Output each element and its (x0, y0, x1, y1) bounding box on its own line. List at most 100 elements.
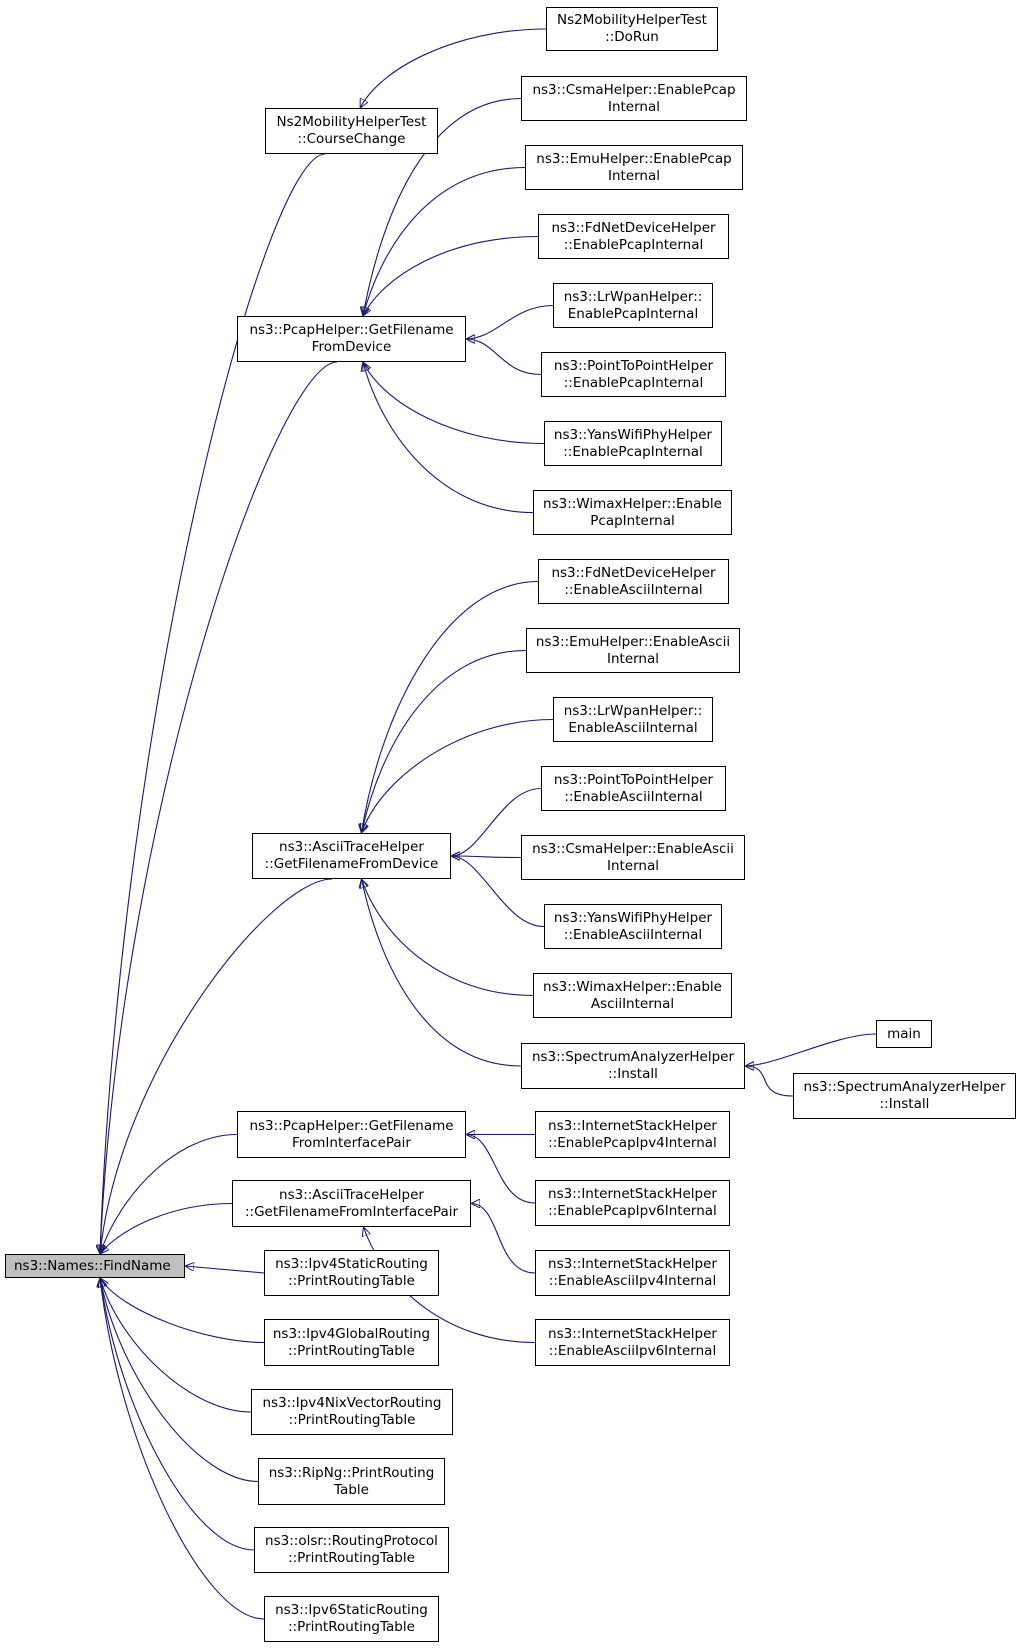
node-label: ns3::LrWpanHelper:: EnablePcapInternal (563, 288, 703, 322)
node-ascii-getfn-ifp[interactable]: ns3::AsciiTraceHelper ::GetFilenameFromI… (232, 1180, 471, 1227)
node-label: ns3::PointToPointHelper ::EnablePcapInte… (553, 357, 714, 391)
call-edge (466, 304, 554, 340)
call-edge (745, 1066, 794, 1097)
node-lrwpan-pcap[interactable]: ns3::LrWpanHelper:: EnablePcapInternal (553, 283, 713, 328)
node-label: ns3::LrWpanHelper:: EnableAsciiInternal (563, 702, 703, 736)
node-fd-ascii[interactable]: ns3::FdNetDeviceHelper ::EnableAsciiInte… (538, 559, 729, 604)
node-olsr-prt[interactable]: ns3::olsr::RoutingProtocol ::PrintRoutin… (254, 1527, 449, 1573)
call-edge (361, 879, 522, 1067)
call-edge (363, 1227, 536, 1344)
node-spectrum-install2[interactable]: ns3::SpectrumAnalyzerHelper ::Install (793, 1073, 1016, 1119)
node-label: ns3::AsciiTraceHelper ::GetFilenameFromD… (264, 839, 439, 872)
node-yans-ascii[interactable]: ns3::YansWifiPhyHelper ::EnableAsciiInte… (544, 904, 722, 949)
node-label: ns3::EmuHelper::EnableAscii Internal (535, 633, 731, 667)
call-edge (363, 362, 545, 445)
call-edge (185, 1266, 265, 1274)
node-emu-ascii[interactable]: ns3::EmuHelper::EnableAscii Internal (526, 628, 740, 673)
node-label: main (887, 1025, 921, 1042)
node-label: ns3::FdNetDeviceHelper ::EnableAsciiInte… (551, 564, 716, 598)
node-label: ns3::CsmaHelper::EnableAscii Internal (532, 840, 734, 874)
node-label: ns3::InternetStackHelper ::EnablePcapIpv… (548, 1117, 717, 1151)
node-label: Ns2MobilityHelperTest ::CourseChange (276, 114, 427, 147)
node-label: ns3::EmuHelper::EnablePcap Internal (536, 150, 732, 184)
node-fd-pcap[interactable]: ns3::FdNetDeviceHelper ::EnablePcapInter… (538, 214, 729, 259)
node-ish-ascii4[interactable]: ns3::InternetStackHelper ::EnableAsciiIp… (535, 1250, 730, 1296)
node-label: ns3::WimaxHelper::Enable AsciiInternal (543, 978, 722, 1012)
call-edge (361, 718, 554, 834)
node-lrwpan-ascii[interactable]: ns3::LrWpanHelper:: EnableAsciiInternal (553, 697, 713, 742)
call-edge (100, 1278, 255, 1551)
node-emu-pcap[interactable]: ns3::EmuHelper::EnablePcap Internal (525, 145, 743, 190)
node-label: ns3::PcapHelper::GetFilename FromDevice (249, 322, 454, 355)
node-label: ns3::Ipv4StaticRouting ::PrintRoutingTab… (275, 1256, 428, 1289)
node-label: ns3::olsr::RoutingProtocol ::PrintRoutin… (265, 1533, 438, 1566)
node-label: ns3::FdNetDeviceHelper ::EnablePcapInter… (551, 219, 716, 253)
call-edge (361, 879, 534, 997)
node-label: ns3::AsciiTraceHelper ::GetFilenameFromI… (244, 1186, 459, 1220)
call-edge (470, 1204, 536, 1274)
node-ipv4global-prt[interactable]: ns3::Ipv4GlobalRouting ::PrintRoutingTab… (264, 1319, 439, 1366)
node-label: ns3::SpectrumAnalyzerHelper ::Install (531, 1049, 735, 1082)
node-ascii-getfn-dev[interactable]: ns3::AsciiTraceHelper ::GetFilenameFromD… (252, 833, 451, 879)
node-csma-pcap[interactable]: ns3::CsmaHelper::EnablePcap Internal (521, 76, 747, 121)
node-csma-ascii[interactable]: ns3::CsmaHelper::EnableAscii Internal (521, 835, 745, 880)
call-edge (361, 580, 539, 834)
node-pcap-getfn-dev[interactable]: ns3::PcapHelper::GetFilename FromDevice (237, 316, 466, 362)
call-edge (451, 856, 522, 858)
node-label: ns3::Ipv4GlobalRouting ::PrintRoutingTab… (272, 1325, 431, 1359)
call-edge (361, 649, 527, 834)
node-spectrum-install1[interactable]: ns3::SpectrumAnalyzerHelper ::Install (521, 1043, 745, 1089)
node-ish-ascii6[interactable]: ns3::InternetStackHelper ::EnableAsciiIp… (535, 1319, 730, 1366)
call-edge (100, 153, 326, 1254)
call-edge (745, 1033, 877, 1066)
node-ns2test-course[interactable]: Ns2MobilityHelperTest ::CourseChange (265, 108, 438, 154)
node-label: ns3::PcapHelper::GetFilename FromInterfa… (249, 1117, 454, 1151)
node-label: ns3::Ipv6StaticRouting ::PrintRoutingTab… (275, 1602, 428, 1635)
node-p2p-ascii[interactable]: ns3::PointToPointHelper ::EnableAsciiInt… (541, 766, 726, 811)
call-edge (100, 361, 338, 1254)
node-label: ns3::YansWifiPhyHelper ::EnablePcapInter… (553, 426, 713, 460)
call-edge (100, 1278, 265, 1344)
call-edge (451, 856, 545, 928)
call-edge (465, 1135, 536, 1204)
call-edge (451, 787, 542, 857)
node-label: ns3::Ipv4NixVectorRouting ::PrintRouting… (262, 1395, 442, 1428)
node-ripng-prt[interactable]: ns3::RipNg::PrintRouting Table (258, 1458, 445, 1505)
node-ish-pcap6[interactable]: ns3::InternetStackHelper ::EnablePcapIpv… (535, 1180, 730, 1226)
node-label: ns3::RipNg::PrintRouting Table (268, 1464, 435, 1498)
node-ns2test-dorun[interactable]: Ns2MobilityHelperTest ::DoRun (546, 7, 718, 51)
node-label: ns3::InternetStackHelper ::EnableAsciiIp… (548, 1256, 717, 1289)
call-edge (363, 235, 539, 317)
node-label: Ns2MobilityHelperTest ::DoRun (557, 12, 707, 45)
call-edge (360, 28, 547, 108)
node-label: ns3::PointToPointHelper ::EnableAsciiInt… (553, 771, 714, 805)
node-pcap-getfn-ifp[interactable]: ns3::PcapHelper::GetFilename FromInterfa… (237, 1111, 466, 1158)
node-p2p-pcap[interactable]: ns3::PointToPointHelper ::EnablePcapInte… (541, 352, 726, 397)
node-wimax-pcap[interactable]: ns3::WimaxHelper::Enable PcapInternal (533, 490, 732, 535)
node-wimax-ascii[interactable]: ns3::WimaxHelper::Enable AsciiInternal (533, 973, 732, 1018)
call-edge (100, 1278, 265, 1620)
call-edge (363, 166, 526, 317)
call-edge (100, 1202, 233, 1255)
node-ipv4nix-prt[interactable]: ns3::Ipv4NixVectorRouting ::PrintRouting… (251, 1389, 453, 1435)
node-label: ns3::CsmaHelper::EnablePcap Internal (532, 81, 736, 115)
node-label: ns3::InternetStackHelper ::EnableAsciiIp… (548, 1325, 717, 1359)
node-label: ns3::Names::FindName (14, 1257, 171, 1274)
call-edge (100, 1133, 238, 1255)
node-ipv6static-prt[interactable]: ns3::Ipv6StaticRouting ::PrintRoutingTab… (264, 1596, 439, 1642)
node-yans-pcap[interactable]: ns3::YansWifiPhyHelper ::EnablePcapInter… (544, 421, 722, 466)
node-label: ns3::WimaxHelper::Enable PcapInternal (543, 495, 722, 529)
node-main[interactable]: main (876, 1020, 932, 1048)
root-node-findname[interactable]: ns3::Names::FindName (5, 1254, 185, 1278)
call-edge (363, 97, 522, 317)
call-edge (100, 1278, 252, 1413)
node-label: ns3::InternetStackHelper ::EnablePcapIpv… (548, 1186, 717, 1219)
node-ish-pcap4[interactable]: ns3::InternetStackHelper ::EnablePcapIpv… (535, 1111, 730, 1158)
call-edge (363, 362, 534, 514)
call-edge (466, 339, 542, 376)
call-edge (100, 878, 333, 1254)
call-edge (100, 1278, 259, 1483)
node-ipv4static-prt[interactable]: ns3::Ipv4StaticRouting ::PrintRoutingTab… (264, 1250, 439, 1296)
node-label: ns3::YansWifiPhyHelper ::EnableAsciiInte… (553, 909, 713, 943)
